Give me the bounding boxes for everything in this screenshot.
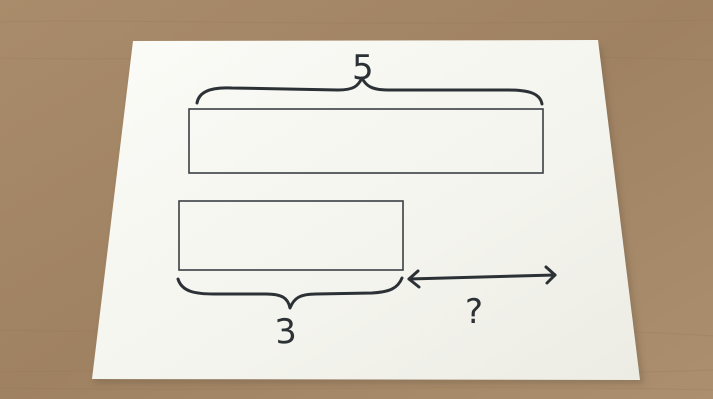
- short-tape-rectangle: [178, 200, 404, 271]
- double-arrow: [407, 265, 557, 289]
- long-tape-rectangle: [188, 108, 544, 174]
- total-label: 5: [352, 48, 374, 88]
- bottom-brace: [176, 276, 404, 310]
- top-brace: [195, 76, 544, 106]
- paper-sheet: [92, 40, 640, 380]
- unknown-part-label: ?: [465, 292, 484, 332]
- known-part-label: 3: [273, 311, 299, 353]
